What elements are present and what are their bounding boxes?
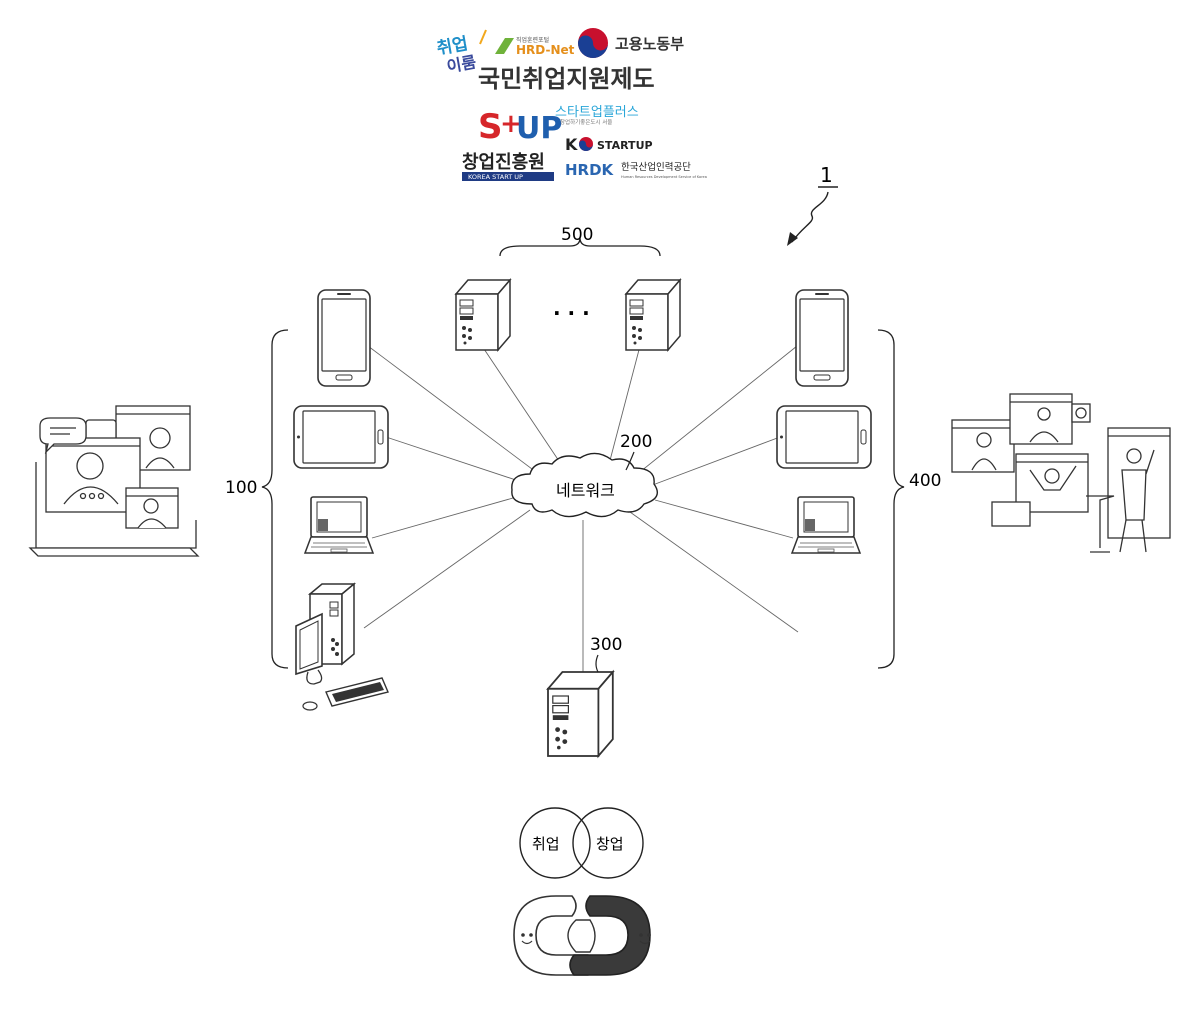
center-server-leader xyxy=(596,655,598,672)
left-tablet xyxy=(294,406,388,468)
kised-mark: S xyxy=(478,107,503,147)
logo-moel: 고용노동부 xyxy=(578,28,684,58)
kised-sub: KOREA START UP xyxy=(468,173,523,181)
logo-k-startup: K STARTUP xyxy=(565,135,653,154)
presentation-illustration xyxy=(952,394,1170,552)
employment-startup-venn: 취업 창업 xyxy=(520,808,643,878)
kised-name: 창업진흥원 xyxy=(462,151,545,173)
accent-stroke xyxy=(480,30,486,44)
startup-circle-label: 창업 xyxy=(596,835,624,853)
left-laptop xyxy=(305,497,373,553)
left-desktop xyxy=(296,584,388,710)
server-500-b xyxy=(626,280,680,350)
system-ref-leader xyxy=(792,192,828,242)
left-group-label: 100 xyxy=(225,478,257,498)
server-ellipsis: · · · xyxy=(553,301,590,325)
right-group-label: 400 xyxy=(909,471,941,491)
server-group-label: 500 xyxy=(561,225,593,245)
pie-chart-icon xyxy=(1076,408,1086,418)
hrd-net-main: HRD-Net xyxy=(516,43,575,57)
video-meeting-illustration xyxy=(30,406,198,556)
smile-eye-icon-right xyxy=(639,933,643,937)
left-smartphone xyxy=(318,290,370,386)
logo-hrdk: HRDK 한국산업인력공단 Human Resources Developmen… xyxy=(565,161,707,179)
arrow-head-icon xyxy=(787,232,798,246)
k-mark: K xyxy=(565,135,578,154)
center-server xyxy=(548,672,613,756)
right-smartphone xyxy=(796,290,848,386)
network-ref-label: 200 xyxy=(620,432,652,452)
logo-startup-plus: 스타트업플러스 창업하기좋은도시 서울 xyxy=(555,105,639,126)
chwieop-line2: 이룸 xyxy=(445,52,478,76)
logo-kised: S + UP 창업진흥원 KOREA START UP xyxy=(462,107,562,181)
person-head-icon xyxy=(77,453,103,479)
center-server-label: 300 xyxy=(590,635,622,655)
right-laptop xyxy=(792,497,860,553)
smile-eye-icon xyxy=(521,933,525,937)
hrd-net-mark xyxy=(495,38,514,54)
program-title: 국민취업지원제도 xyxy=(478,65,655,93)
employment-circle-label: 취업 xyxy=(532,835,560,853)
k-startup-name: STARTUP xyxy=(597,139,653,152)
startup-plus-name: 스타트업플러스 xyxy=(555,105,639,120)
network-label: 네트워크 xyxy=(556,481,615,500)
right-group-brace xyxy=(878,330,904,668)
moel-name: 고용노동부 xyxy=(615,35,684,53)
hrdk-mark: HRDK xyxy=(565,161,615,179)
hrdk-sub: Human Resources Development Service of K… xyxy=(621,175,707,179)
server-500-a xyxy=(456,280,510,350)
hrdk-name: 한국산업인력공단 xyxy=(621,161,691,173)
system-ref-label: 1 xyxy=(820,163,833,187)
right-tablet xyxy=(777,406,871,468)
startup-plus-sub: 창업하기좋은도시 서울 xyxy=(560,118,612,126)
chain-link-logo xyxy=(514,896,651,975)
logo-hrd-net: 직업훈련포털 HRD-Net xyxy=(495,36,575,57)
left-group-brace xyxy=(262,330,288,668)
